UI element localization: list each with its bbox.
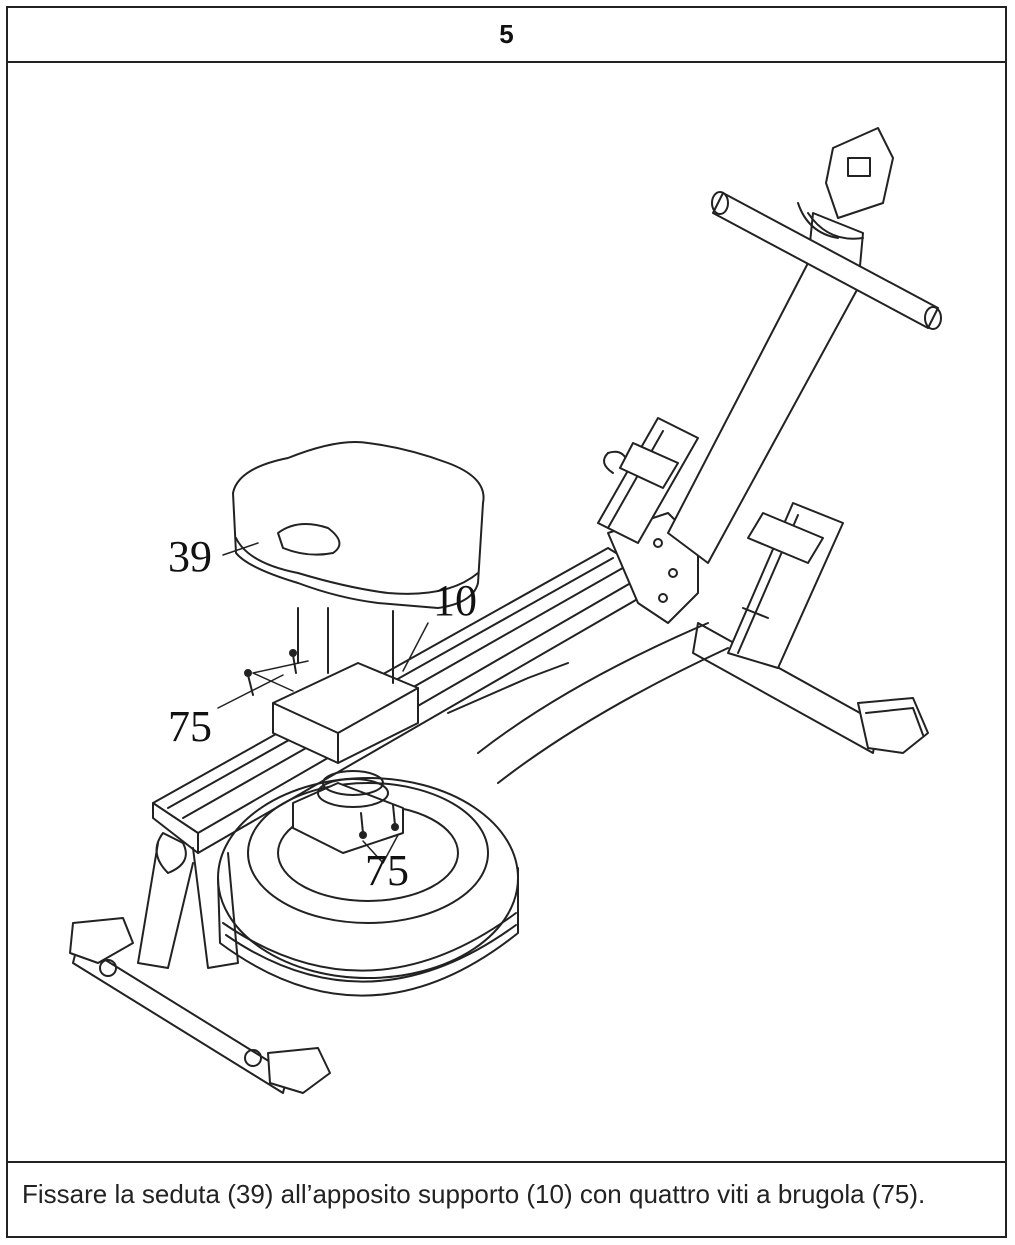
step-header: 5 xyxy=(8,8,1005,63)
assembly-illustration: 39 10 75 75 xyxy=(8,63,1005,1161)
rear-legs xyxy=(137,832,239,969)
callout-support: 10 xyxy=(433,576,477,625)
front-stabilizer xyxy=(692,622,929,754)
instruction-panel: 5 xyxy=(6,6,1007,1238)
rear-stabilizer xyxy=(69,917,331,1094)
monitor-bracket xyxy=(797,127,894,240)
rowing-machine-drawing: 39 10 75 75 xyxy=(69,127,942,1094)
seat-pad xyxy=(232,441,485,684)
caption-text: Fissare la seduta (39) all’apposito supp… xyxy=(22,1179,926,1209)
front-support-arm xyxy=(447,622,729,784)
right-pedal xyxy=(727,502,844,669)
leader-lines xyxy=(217,542,429,864)
left-pedal xyxy=(597,417,699,544)
callout-screws-left: 75 xyxy=(168,702,212,751)
rail-front-bracket xyxy=(607,512,699,624)
seat-support xyxy=(272,662,419,854)
instruction-caption: Fissare la seduta (39) all’apposito supp… xyxy=(8,1161,1005,1238)
callout-screws-bottom: 75 xyxy=(365,846,409,895)
handlebar xyxy=(711,191,942,330)
step-number: 5 xyxy=(499,19,514,49)
callout-seat: 39 xyxy=(168,532,212,581)
